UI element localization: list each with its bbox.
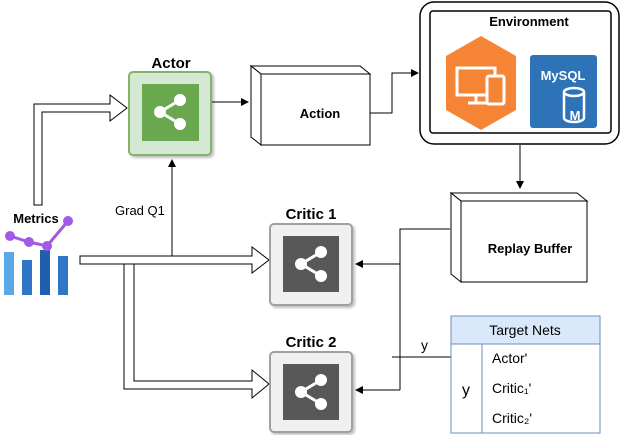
share-icon (295, 246, 327, 282)
replay-buffer-label: Replay Buffer (488, 241, 573, 256)
actor-node[interactable] (128, 71, 212, 156)
metrics-chart-icon (4, 216, 73, 295)
target-nets-row: Critic₁' (492, 380, 531, 396)
environment-title: Environment (489, 14, 569, 29)
mysql-label: MySQL (541, 68, 586, 83)
y-edge-label: y (421, 337, 428, 353)
replay-to-critic1-arrow (355, 228, 450, 268)
metrics-to-critic2-arrow (123, 264, 270, 400)
actor-title: Actor (151, 55, 190, 72)
target-nets-table[interactable] (450, 315, 601, 434)
critic1-title: Critic 1 (286, 206, 337, 223)
critic2-node[interactable] (269, 351, 353, 433)
action-label: Action (300, 106, 341, 121)
action-node[interactable] (249, 64, 372, 147)
grad-q1-label: Grad Q1 (115, 203, 165, 218)
share-icon (295, 374, 327, 410)
target-nets-row: Actor' (492, 350, 527, 366)
action-to-environment-arrow (370, 69, 419, 114)
client-devices-icon (446, 36, 516, 130)
metrics-to-actor-arrow (33, 93, 128, 206)
replay-buffer-node[interactable] (449, 191, 589, 284)
target-nets-y-label: y (462, 382, 470, 399)
critic2-title: Critic 2 (286, 334, 337, 351)
target-nets-header: Target Nets (489, 322, 561, 338)
mysql-database-icon (530, 55, 597, 128)
share-icon (154, 94, 186, 130)
metrics-label: Metrics (13, 211, 59, 226)
target-nets-row: Critic₂' (492, 410, 532, 426)
metrics-to-critic1-arrow (79, 245, 270, 275)
mysql-letter: M (570, 108, 581, 123)
critic1-node[interactable] (269, 223, 353, 306)
